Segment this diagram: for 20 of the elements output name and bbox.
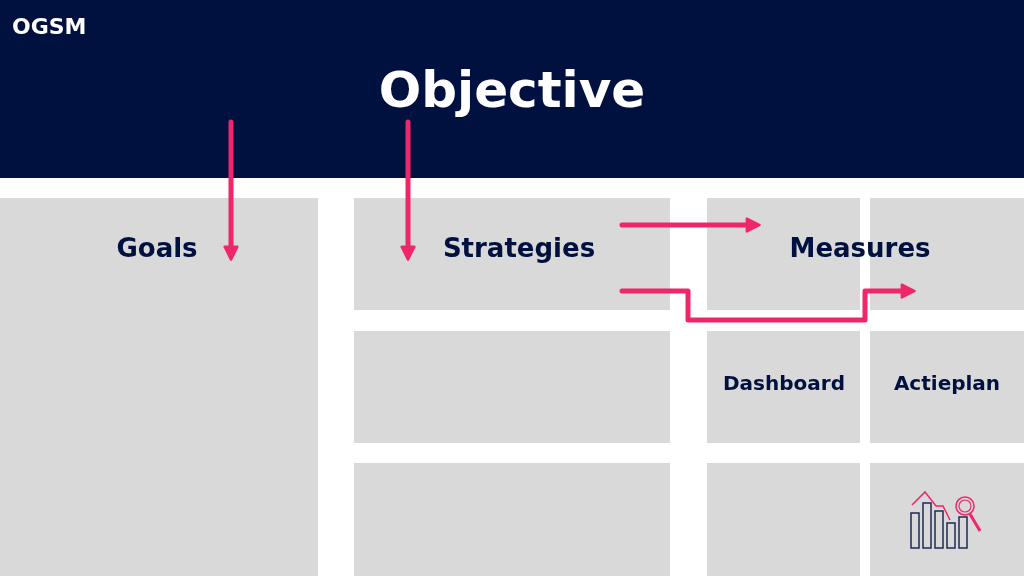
section-label: Dashboard <box>723 371 845 395</box>
title: OGSM <box>12 14 87 39</box>
goals-panel <box>0 198 318 576</box>
grid-cell <box>870 331 1024 443</box>
grid-cell <box>707 331 860 443</box>
arrow <box>223 119 239 261</box>
section-label: Actieplan <box>893 371 1001 395</box>
grid-cell <box>354 198 670 310</box>
section-label: Measures <box>789 233 931 263</box>
section-label: Goals <box>116 233 198 263</box>
arrow <box>619 283 916 323</box>
grid-cell <box>707 463 860 576</box>
arrow <box>619 217 761 233</box>
heading: Objective <box>378 61 646 119</box>
arrow <box>400 119 416 261</box>
grid-cell <box>354 331 670 443</box>
grid-cell <box>354 463 670 576</box>
section-label: Strategies <box>442 233 596 263</box>
grid-cell <box>870 463 1024 576</box>
header-band <box>0 0 1024 178</box>
